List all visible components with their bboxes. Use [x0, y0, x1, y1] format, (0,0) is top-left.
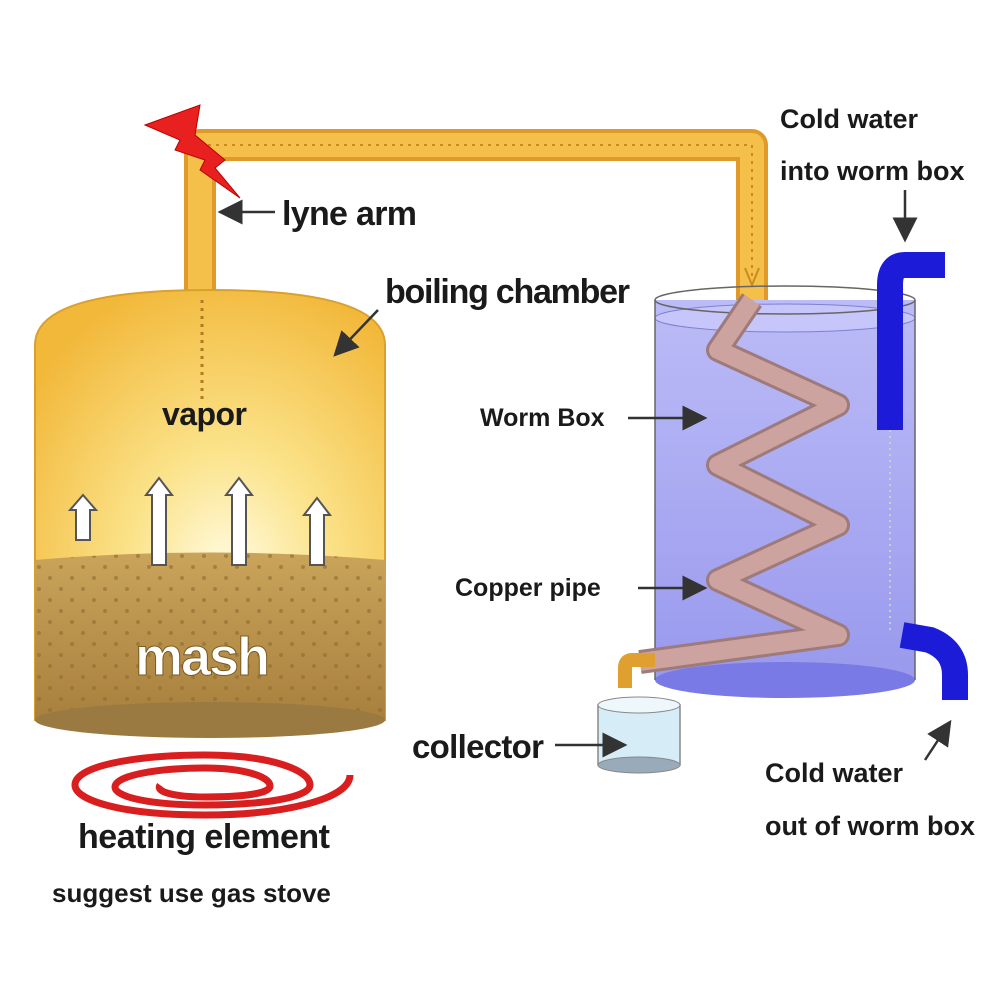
collector-cup [597, 696, 681, 774]
label-copper-pipe: Copper pipe [455, 574, 601, 602]
label-cold-water-in-1: Cold water [780, 104, 919, 134]
label-vapor: vapor [162, 396, 247, 432]
outlet-spout [618, 653, 655, 688]
vapor-arrows [67, 476, 333, 566]
label-suggestion: suggest use gas stove [52, 878, 331, 908]
cold-water-outlet-pipe [899, 622, 968, 700]
label-worm-box: Worm Box [480, 404, 605, 432]
label-heating-element: heating element [78, 818, 330, 856]
label-collector: collector [412, 728, 544, 765]
label-cold-water-in-2: into worm box [780, 156, 965, 186]
label-lyne-arm: lyne arm [282, 195, 417, 233]
label-mash: mash [135, 627, 270, 687]
label-boiling-chamber: boiling chamber [385, 273, 630, 311]
heating-element-coil [71, 751, 354, 819]
label-cold-water-out-1: Cold water [765, 758, 904, 788]
lightning-icon [143, 104, 241, 199]
cold-water-inlet-pipe [877, 252, 945, 430]
pointer-arrows [217, 190, 952, 761]
label-cold-water-out-2: out of worm box [765, 811, 975, 841]
boiling-chamber [34, 288, 386, 738]
